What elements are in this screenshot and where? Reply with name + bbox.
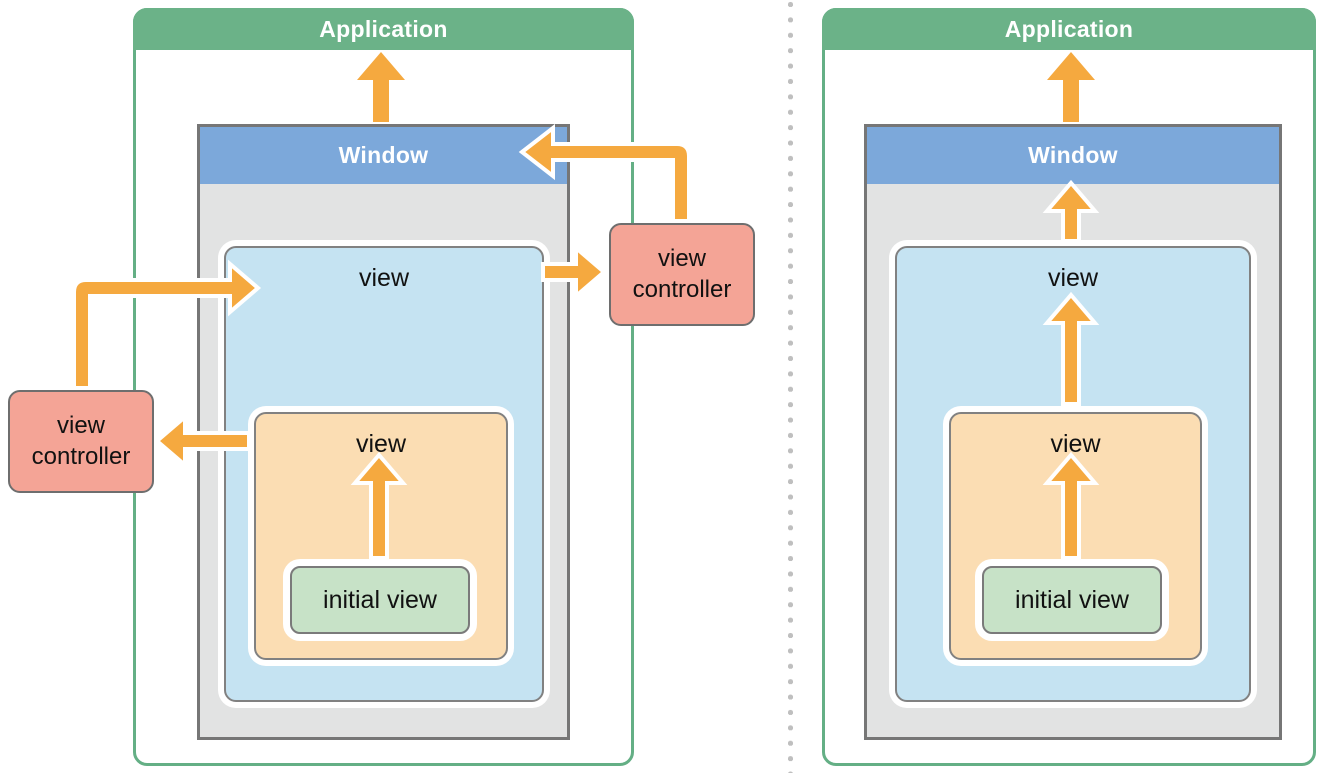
left-window-header: Window [200,127,567,184]
right-initial-view: initial view [982,566,1162,634]
left-view-controller: view controller [8,390,154,493]
left-initial-view: initial view [290,566,470,634]
right-application-container: Application Window view view initial vie… [822,8,1316,766]
left-subview-label: view [355,430,406,458]
right-window-header: Window [867,127,1279,184]
dotted-divider [786,0,795,773]
left-application-header: Application [133,8,634,50]
left-application-container: Application Window view view initial vie… [133,8,634,766]
right-application-header: Application [822,8,1316,50]
right-subview-label: view [1050,430,1101,458]
left-root-view-label: view [358,264,409,292]
right-view-controller: view controller [609,223,755,326]
right-root-view-label: view [1047,264,1098,292]
